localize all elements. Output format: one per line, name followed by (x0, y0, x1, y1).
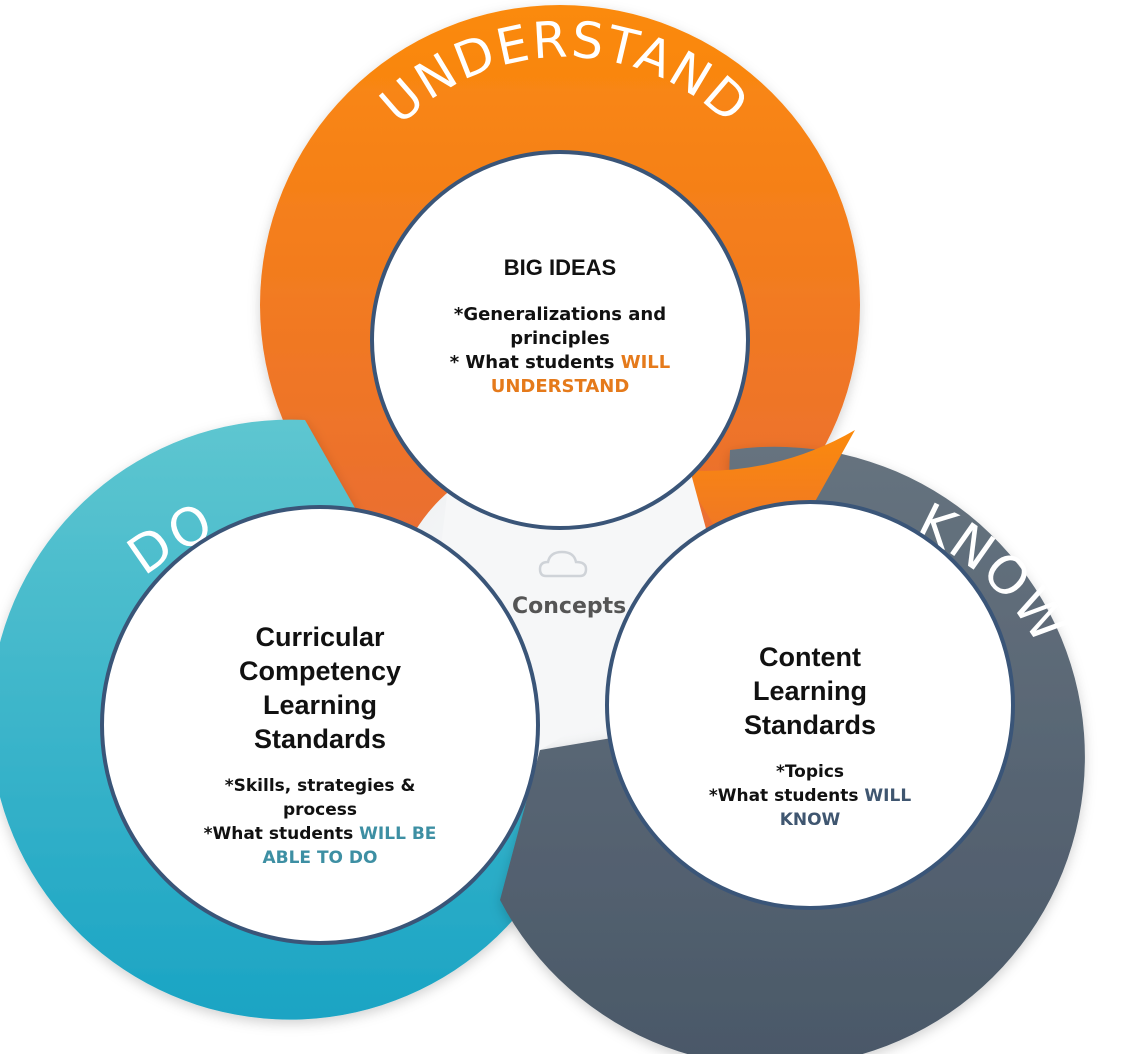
curricular-circle (100, 505, 540, 945)
big-ideas-line4-highlight: UNDERSTAND (490, 376, 630, 397)
curricular-line4-highlight: ABLE TO DO (262, 848, 378, 868)
big-ideas-line1: *Generalizations and (453, 304, 667, 325)
curricular-title-line2: Competency (238, 656, 402, 686)
curricular-desc: *Skills, strategies & process *What stud… (170, 774, 470, 870)
curricular-title-line1: Curricular (255, 622, 385, 652)
curricular-line2: process (282, 800, 358, 820)
curricular-title-line4: Standards (253, 724, 387, 754)
content-line2-highlight: WILL (864, 786, 912, 806)
content-text: Content Learning Standards *Topics *What… (660, 640, 960, 832)
big-ideas-title: BIG IDEAS (503, 255, 617, 280)
content-title: Content Learning Standards (660, 640, 960, 742)
big-ideas-circle (370, 150, 750, 530)
curricular-line3-prefix: *What students (203, 824, 360, 844)
content-line1: *Topics (775, 762, 845, 782)
curricular-line1: *Skills, strategies & (224, 776, 416, 796)
content-line3-highlight: KNOW (779, 810, 841, 830)
cloud-icon (538, 550, 588, 578)
big-ideas-line3-prefix: * What students (449, 352, 621, 373)
curricular-text: Curricular Competency Learning Standards… (170, 620, 470, 870)
concepts-label: Concepts (512, 594, 627, 619)
big-ideas-line3-highlight: WILL (620, 352, 671, 373)
big-ideas-text: BIG IDEAS *Generalizations and principle… (410, 255, 710, 399)
curricular-line3-highlight: WILL BE (359, 824, 437, 844)
content-line2-prefix: *What students (708, 786, 865, 806)
content-title-line3: Standards (743, 710, 877, 740)
content-title-line2: Learning (752, 676, 867, 706)
content-circle (605, 500, 1015, 910)
big-ideas-desc: *Generalizations and principles * What s… (410, 303, 710, 399)
content-title-line1: Content (759, 642, 861, 672)
content-desc: *Topics *What students WILL KNOW (660, 760, 960, 832)
curricular-title-line3: Learning (262, 690, 377, 720)
big-ideas-line2: principles (510, 328, 610, 349)
curricular-title: Curricular Competency Learning Standards (170, 620, 470, 756)
